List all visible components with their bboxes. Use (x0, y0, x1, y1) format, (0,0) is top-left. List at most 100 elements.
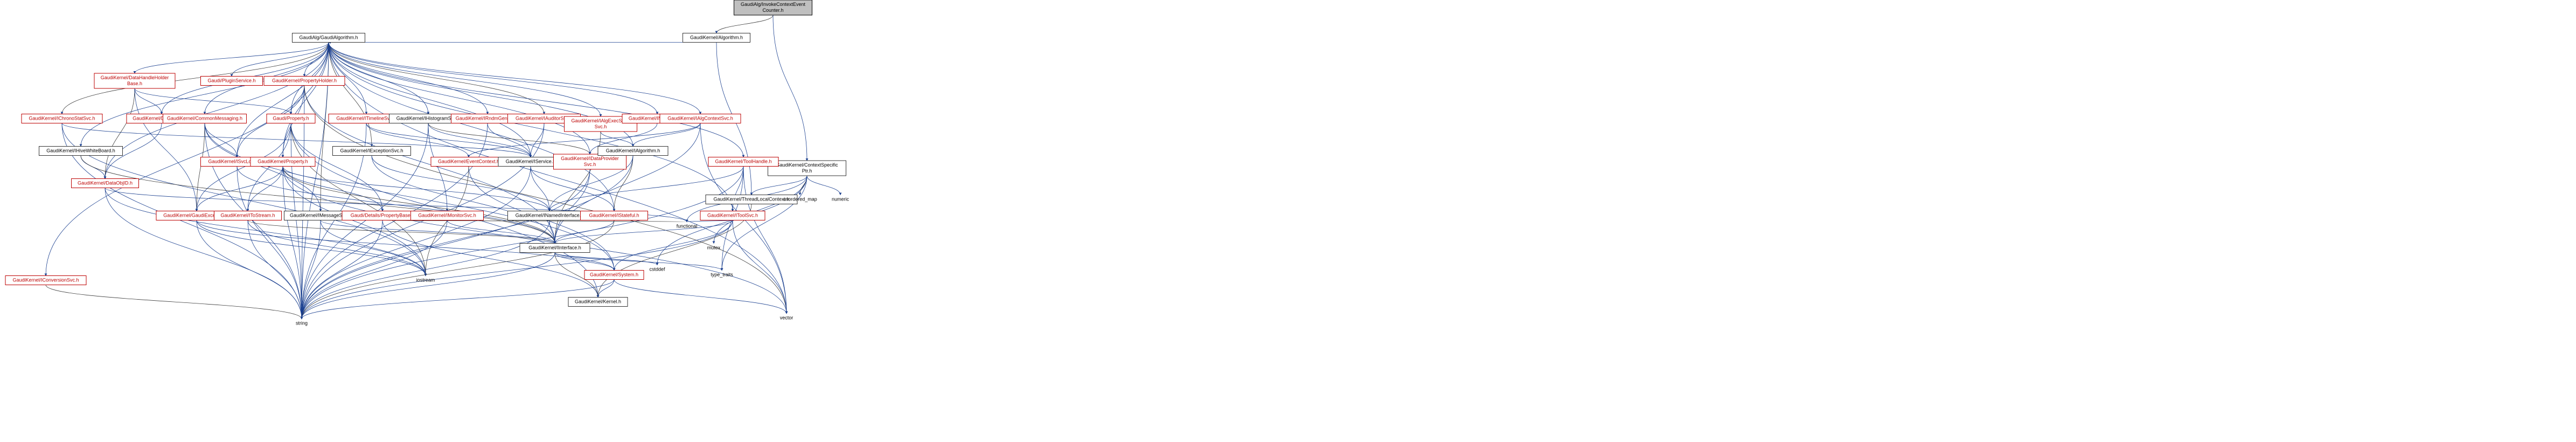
node-label: GaudiKernel/CommonMessaging.h (167, 116, 242, 121)
node-kernel[interactable]: GaudiKernel/Kernel.h (568, 297, 628, 307)
edge-iinterface-to-cstddef (554, 252, 659, 266)
edge-ialgorithm-to-inamed (548, 155, 633, 212)
node-gkproperty[interactable]: GaudiKernel/Property.h (250, 157, 316, 167)
edge-itostream-to-string (247, 220, 303, 320)
edge-propertyholder-to-vector (304, 85, 788, 314)
node-toolhandle[interactable]: GaudiKernel/ToolHandle.h (708, 157, 779, 167)
node-cstddef: cstddef (649, 267, 665, 272)
node-threadlocal[interactable]: GaudiKernel/ThreadLocalContext.h (705, 195, 798, 204)
node-pluginservice[interactable]: Gaudi/PluginService.h (200, 76, 263, 86)
edge-iservice-to-inamed (530, 166, 551, 212)
node-vector: vector (780, 315, 793, 321)
edge-hivewhiteboard-to-iinterface (80, 155, 556, 244)
node-commonmsg[interactable]: GaudiKernel/CommonMessaging.h (163, 114, 247, 123)
node-itostream[interactable]: GaudiKernel/IToStream.h (214, 211, 282, 220)
edge-gaudialg_h-to-iauditor (328, 42, 546, 115)
edge-itoolsvc-to-system (612, 220, 733, 271)
node-label: Gaudi/Property.h (273, 116, 309, 121)
node-system[interactable]: GaudiKernel/System.h (584, 270, 644, 280)
node-box (597, 146, 669, 156)
node-ialgcontext[interactable]: GaudiKernel/IAlgContextSvc.h (659, 114, 741, 123)
edge-gaudialg_h-to-iservice (328, 42, 532, 158)
edge-itimeline-to-eventcontext (366, 123, 470, 158)
edge-ctxspec-to-threadlocal (750, 175, 807, 196)
edge-gaudialg_h-to-ichronostat (60, 42, 329, 115)
node-gaudialg_h[interactable]: GaudiAlg/GaudiAlgorithm.h (292, 33, 365, 43)
include-graph-svg: GaudiAlg/InvokeContextEventCounter.hGaud… (5, 0, 850, 326)
node-ichronostat[interactable]: GaudiKernel/IChronoStatSvc.h (21, 114, 103, 123)
node-label: Base.h (127, 81, 142, 86)
edge-propertybase-to-kernel (382, 220, 600, 298)
edge-commonmsg-to-system (204, 123, 616, 271)
node-box (266, 114, 316, 123)
node-imonitor[interactable]: GaudiKernel/IMonitorSvc.h (410, 211, 484, 220)
node-iconversion[interactable]: GaudiKernel/IConversionSvc.h (5, 275, 87, 285)
node-iexception[interactable]: GaudiKernel/IExceptionSvc.h (332, 146, 411, 156)
node-iinterface[interactable]: GaudiKernel/IInterface.h (519, 243, 590, 253)
node-label: GaudiKernel/IAlgContextSvc.h (667, 116, 733, 121)
node-label: GaudiKernel/IService.h (506, 159, 556, 164)
edge-gaudialg_h-to-gkproperty (281, 42, 329, 158)
edge-system-to-vector (614, 279, 788, 314)
node-label: GaudiKernel/IStateful.h (589, 213, 639, 218)
node-label: GaudiKernel/ToolHandle.h (715, 159, 771, 164)
node-box (708, 157, 779, 167)
edge-irndmgen-to-iservice (487, 123, 532, 158)
node-label: GaudiKernel/Property.h (257, 159, 308, 164)
edge-imessagesvc-to-string (300, 220, 321, 320)
edge-imonitor-to-iinterface (447, 220, 556, 244)
node-gaudiproperty[interactable]: Gaudi/Property.h (266, 114, 316, 123)
node-box (705, 195, 798, 204)
edge-gaudialg_h-to-vector (328, 42, 788, 314)
node-propertyholder[interactable]: GaudiKernel/PropertyHolder.h (263, 76, 345, 86)
node-itoolsvc[interactable]: GaudiKernel/IToolSvc.h (700, 211, 765, 220)
edge-gaudialg_h-to-string (300, 42, 329, 320)
edge-itostream-to-iostream (247, 220, 427, 277)
node-box (700, 211, 765, 220)
edge-propertybase-to-string (300, 220, 383, 320)
node-dataobjid[interactable]: GaudiKernel/DataObjID.h (71, 178, 139, 188)
edge-ialgorithm-to-istateful (612, 155, 633, 212)
edge-ialgcontext-to-ialgorithm (631, 123, 701, 147)
edge-toolhandle-to-vector (743, 166, 788, 314)
node-eventcontext[interactable]: GaudiKernel/EventContext.h (430, 157, 507, 167)
node-label: GaudiKernel/Algorithm.h (690, 35, 743, 40)
node-label: GaudiKernel/EventContext.h (438, 159, 499, 164)
edge-gaudialg_h-to-ialgexec (328, 42, 602, 117)
node-box (332, 146, 411, 156)
edge-gkproperty-to-gaudiexception (195, 166, 283, 212)
node-inamed[interactable]: GaudiKernel/INamedInterface.h (507, 211, 591, 220)
edge-idataprovider-to-string (300, 169, 590, 320)
edge-hivewhiteboard-to-dataobjid (80, 155, 107, 179)
node-hivewhiteboard[interactable]: GaudiKernel/IHiveWhiteBoard.h (39, 146, 123, 156)
node-istateful[interactable]: GaudiKernel/IStateful.h (580, 211, 648, 220)
node-label: GaudiKernel/IHiveWhiteBoard.h (46, 148, 115, 154)
node-label: GaudiKernel/ThreadLocalContext.h (713, 197, 789, 202)
edge-itostream-to-iinterface (247, 220, 556, 244)
edge-iexception-to-inamed (371, 155, 551, 212)
edge-iinterface-to-system (554, 252, 616, 271)
node-label: GaudiAlg/GaudiAlgorithm.h (299, 35, 358, 40)
node-ialgorithm[interactable]: GaudiKernel/IAlgorithm.h (597, 146, 669, 156)
edge-gaudiexception-to-iostream (196, 220, 427, 277)
edge-propertybase-to-functional (382, 219, 687, 223)
edge-ihistogram-to-string (300, 123, 429, 320)
edge-imessagesvc-to-iostream (320, 220, 427, 277)
edge-gaudiproperty-to-itostream (246, 123, 291, 212)
node-label: GaudiKernel/IChronoStatSvc.h (29, 116, 95, 121)
node-mutex: mutex (707, 245, 721, 251)
edge-itoolsvc-to-iinterface (553, 220, 733, 244)
edge-ctxspec-to-mutex (712, 175, 807, 244)
edge-iexception-to-iinterface (371, 155, 556, 244)
edge-iservice-to-string (300, 166, 531, 320)
node-label: mutex (707, 245, 721, 251)
edge-root-to-algorithm_h (715, 15, 774, 34)
edge-gkproperty-to-itostream (246, 166, 283, 212)
node-algorithm_h[interactable]: GaudiKernel/Algorithm.h (683, 33, 750, 43)
edge-gaudialg_h-to-irndmgen (328, 42, 489, 115)
edge-iconversion-to-string (45, 285, 303, 320)
